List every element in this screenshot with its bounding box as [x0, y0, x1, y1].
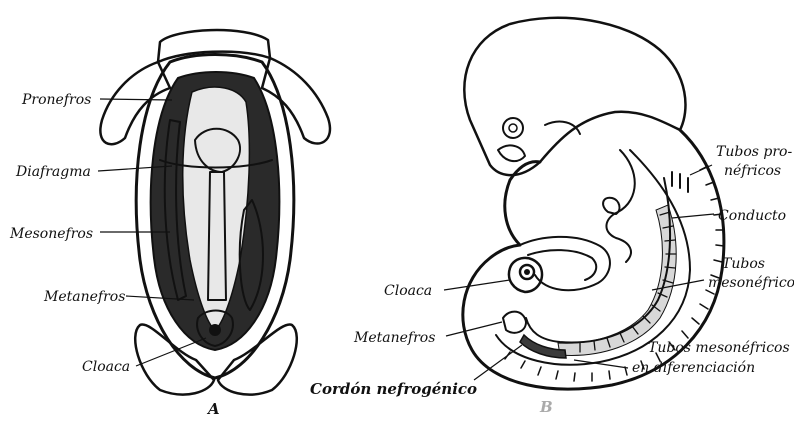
- label-pronefros: Pronefros: [21, 92, 91, 108]
- panel-label-b: B: [539, 398, 553, 416]
- panel-label-a: A: [206, 400, 220, 418]
- leader-cloaca-b: [444, 280, 510, 290]
- label-tubos-diferenciacion-2: en diferenciación: [632, 360, 755, 376]
- label-conducto: Conducto: [718, 208, 786, 224]
- label-cordon-nefrogenico: Cordón nefrogénico: [310, 380, 477, 398]
- figure-a-embryo-ventral-view: [100, 30, 330, 394]
- label-mesonefros: Mesonefros: [9, 226, 93, 242]
- leader-metanefros-b: [446, 322, 502, 336]
- label-tubos-diferenciacion-1: Tubos mesonéfricos: [648, 340, 790, 356]
- pronephric-tubules: [672, 172, 688, 192]
- label-tubos-mesonefricos-2: mesonéfricos: [708, 275, 794, 291]
- label-cloaca-b: Cloaca: [384, 283, 432, 299]
- label-metanefros-b: Metanefros: [353, 330, 435, 346]
- label-diafragma: Diafragma: [15, 164, 91, 180]
- label-tubos-mesonefricos-1: Tubos: [722, 256, 765, 272]
- label-tubos-pronefricos-2: néfricos: [724, 163, 781, 179]
- label-tubos-pronefricos-1: Tubos pro-: [716, 144, 792, 160]
- label-metanefros: Metanefros: [43, 289, 125, 305]
- figure-b-embryo-lateral-view: [463, 18, 724, 389]
- label-cloaca-a: Cloaca: [82, 359, 130, 375]
